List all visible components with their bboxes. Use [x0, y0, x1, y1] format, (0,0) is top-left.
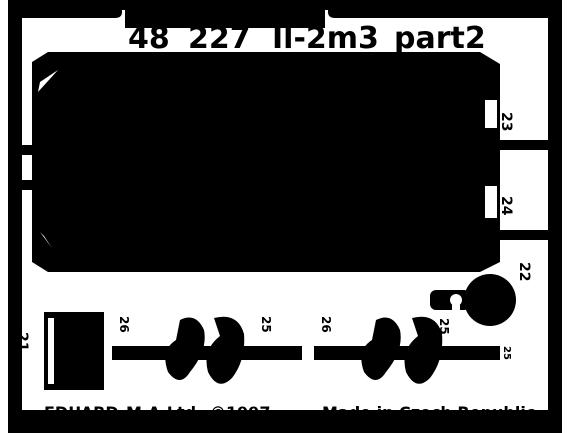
- title-kit: 227: [188, 21, 251, 56]
- label-22: 22: [516, 262, 532, 281]
- label-26: 26: [117, 316, 131, 333]
- label-25b: 25: [437, 318, 451, 335]
- bar-part-right: [314, 316, 500, 384]
- footer-origin: Made in Czech Republic: [322, 403, 535, 422]
- fret-footer: EDUARD M.A.Ltd. ©1997 Made in Czech Repu…: [44, 403, 535, 422]
- footer-maker: EDUARD: [44, 403, 119, 422]
- large-panel-part: [32, 52, 500, 272]
- label-23: 23: [498, 112, 514, 131]
- label-25: 25: [259, 316, 273, 333]
- sprue-gate: [498, 140, 548, 150]
- fret-title: 48 227 Il-2m3 part2: [128, 21, 486, 56]
- sprue-gate: [22, 180, 34, 190]
- label-25c: 25: [501, 346, 512, 360]
- sprue-gate: [22, 145, 34, 155]
- title-part: part2: [394, 21, 486, 56]
- bar-part-left: [112, 316, 302, 384]
- label-21: 21: [14, 332, 30, 351]
- title-number: 48: [128, 21, 170, 56]
- title-name: Il-2m3: [272, 21, 379, 56]
- round-part-22: [430, 274, 516, 326]
- footer-company: M.A.Ltd.: [126, 403, 202, 422]
- label-24: 24: [498, 196, 514, 216]
- label-26b: 26: [319, 316, 333, 333]
- tall-part-21: [44, 312, 104, 390]
- footer-copyright: ©1997: [210, 403, 271, 422]
- sprue-gate: [498, 230, 548, 240]
